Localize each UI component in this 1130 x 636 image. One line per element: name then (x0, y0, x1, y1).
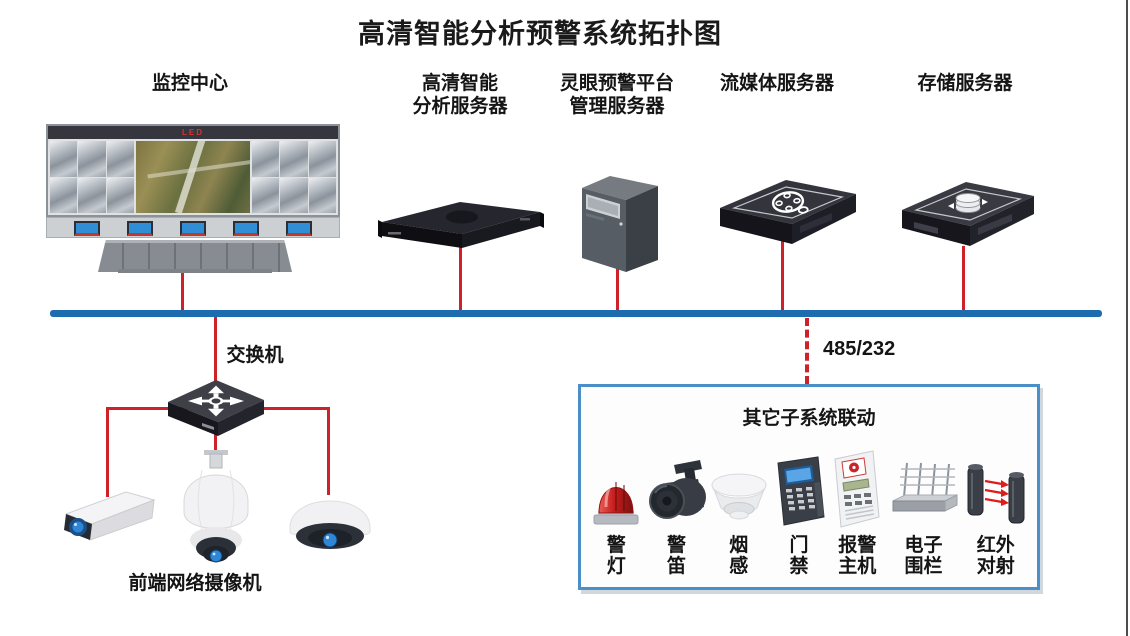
subsystem-item-access-control: 门禁 (770, 449, 828, 577)
label-streaming-server: 流媒体服务器 (719, 73, 834, 94)
workstation-monitor (180, 221, 206, 236)
dome-camera-icon (289, 500, 371, 549)
label-analysis-server: 高清智能 分析服务器 (412, 73, 508, 117)
subsystem-item-siren: 警笛 (646, 449, 708, 577)
label-front-cameras: 前端网络摄像机 (128, 573, 262, 594)
label-storage-server: 存储服务器 (917, 73, 1013, 94)
analysis-server-icon (378, 202, 544, 248)
platform-server-icon (582, 176, 658, 272)
subsystem-item-alarm-light: 警灯 (588, 449, 644, 577)
cctv-grid-right (252, 141, 336, 213)
label-platform-server: 灵眼预警平台 管理服务器 (559, 73, 674, 117)
link-analysis-to-bus (459, 232, 462, 312)
link-to-dome-camera (327, 407, 330, 495)
subsystem-items: 警灯 警笛 (587, 449, 1031, 577)
workstation-monitor (127, 221, 153, 236)
video-wall-header: LED (48, 126, 338, 139)
subsystem-item-smoke-detector: 烟感 (709, 449, 769, 577)
streaming-server-icon (720, 180, 856, 244)
ptz-dome-camera-icon (183, 450, 249, 563)
video-wall-screens (48, 139, 338, 215)
workstation-monitor (74, 221, 100, 236)
operator-workstations (46, 217, 340, 238)
subsystem-item-label: 门禁 (789, 535, 809, 577)
map-screen (136, 141, 250, 213)
electric-fence-icon (892, 462, 957, 512)
control-console-desk (98, 240, 292, 272)
access-control-icon (777, 456, 825, 526)
console-base (118, 269, 272, 273)
network-bus-line (50, 310, 1102, 317)
link-to-ptz-camera (214, 430, 217, 460)
subsystem-item-label: 报警主机 (838, 535, 877, 577)
page-border (1126, 0, 1128, 636)
subsystem-item-label: 烟感 (729, 535, 749, 577)
label-monitoring-center: 监控中心 (151, 73, 228, 94)
alarm-host-icon (834, 450, 880, 528)
link-monitoring-to-bus (181, 268, 184, 314)
workstation-monitor (286, 221, 312, 236)
link-streaming-to-bus (781, 238, 784, 312)
diagram-title: 高清智能分析预警系统拓扑图 (358, 19, 722, 49)
workstation-monitor (233, 221, 259, 236)
subsystem-item-label: 警灯 (606, 535, 626, 577)
bullet-camera-icon (64, 491, 156, 541)
subsystem-item-electric-fence: 电子围栏 (887, 449, 961, 577)
smoke-detector-icon (711, 473, 767, 520)
link-bus-to-switch (214, 315, 217, 383)
subsystem-item-label: 警笛 (666, 535, 686, 577)
link-storage-to-bus (962, 246, 965, 312)
link-switch-right-h (216, 407, 330, 410)
storage-server-icon (902, 182, 1034, 246)
subsystem-item-infrared-beam: 红外对射 (962, 449, 1030, 577)
subsystem-item-label: 电子围栏 (904, 535, 943, 577)
serial-dashed-line (805, 318, 809, 384)
infrared-beam-icon (967, 464, 1025, 524)
led-logo: LED (182, 127, 204, 137)
cctv-grid-left (50, 141, 134, 213)
link-platform-to-bus (616, 265, 619, 312)
subsystem-item-alarm-host: 报警主机 (829, 449, 885, 577)
link-to-bullet-camera (106, 407, 109, 497)
siren-icon (648, 460, 706, 519)
video-wall: LED (46, 124, 340, 217)
label-switch: 交换机 (226, 345, 284, 366)
serial-link-label: 485/232 (823, 338, 896, 360)
alarm-light-icon (593, 481, 639, 525)
link-switch-left-h (106, 407, 216, 410)
switch-icon (168, 380, 264, 436)
subsystem-item-label: 红外对射 (976, 535, 1015, 577)
subsystem-title: 其它子系统联动 (742, 408, 876, 429)
subsystem-box: 其它子系统联动 (578, 384, 1040, 590)
